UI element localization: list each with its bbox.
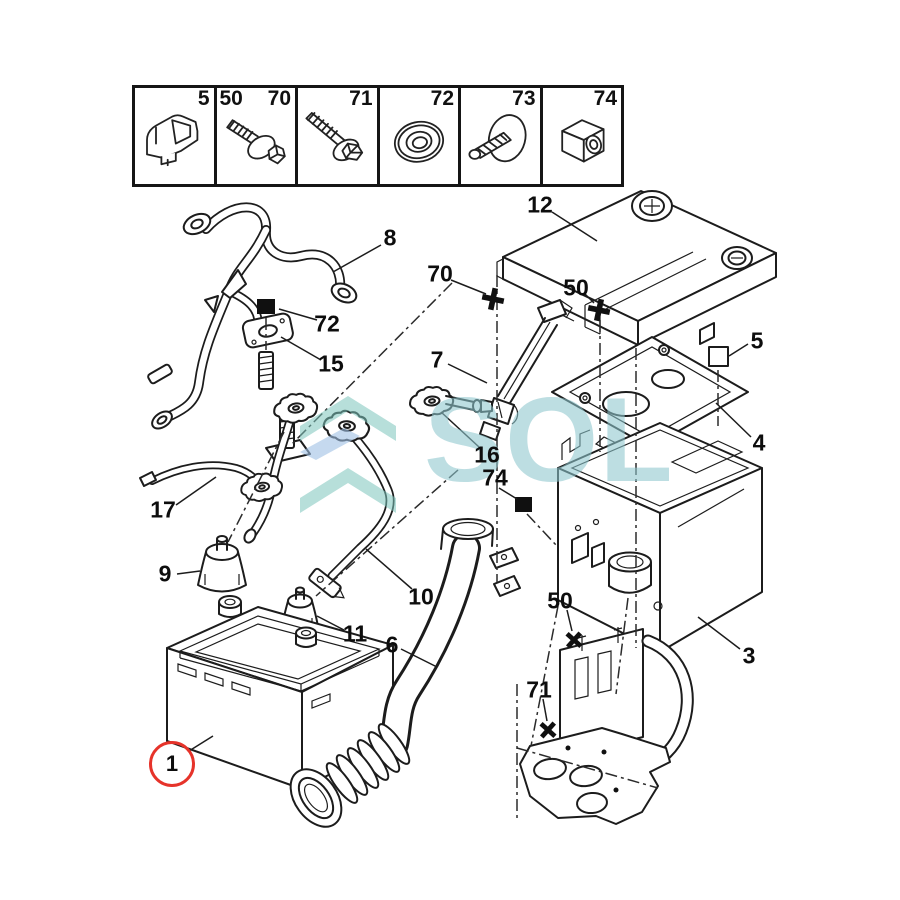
part-8-cable-harness bbox=[147, 202, 358, 430]
legend-label: 50 bbox=[219, 87, 243, 110]
part-4-clamp-plate bbox=[551, 336, 749, 453]
square-marker-74 bbox=[515, 497, 532, 512]
square-nut-icon bbox=[561, 119, 605, 163]
part-12-battery-cover bbox=[496, 190, 777, 346]
legend-cell-74: 74 bbox=[539, 87, 622, 184]
cable-lug bbox=[308, 567, 345, 599]
duct-corrugation bbox=[325, 723, 411, 804]
legend-label: 70 bbox=[267, 87, 291, 110]
screw-with-ring-icon bbox=[468, 114, 527, 163]
leader-lines bbox=[175, 211, 752, 752]
callout-72: 72 bbox=[314, 310, 340, 337]
legend-label: 71 bbox=[349, 87, 373, 110]
part-1-battery bbox=[166, 595, 394, 790]
legend-cell-5: 5 bbox=[135, 88, 214, 184]
ring-terminal bbox=[330, 282, 358, 304]
callout-11: 11 bbox=[342, 620, 368, 647]
fastener-legend: 5 50 70 71 bbox=[132, 85, 624, 187]
legend-label: 72 bbox=[430, 87, 454, 110]
fastener-markers bbox=[257, 285, 729, 744]
callout-74: 74 bbox=[482, 464, 508, 491]
part-9-terminal-cap bbox=[197, 535, 247, 593]
ring-terminal bbox=[182, 212, 212, 236]
callout-4: 4 bbox=[752, 429, 766, 456]
bolt-with-washer-icon bbox=[226, 119, 286, 165]
callout-8: 8 bbox=[383, 224, 397, 251]
callout-5: 5 bbox=[750, 327, 764, 354]
part-bottom-bracket bbox=[519, 627, 694, 825]
battery-terminal bbox=[218, 595, 242, 618]
callout-6: 6 bbox=[385, 631, 399, 658]
legend-cell-72: 72 bbox=[376, 87, 459, 184]
legend-cell-71: 71 bbox=[295, 88, 377, 184]
legend-label: 5 bbox=[197, 87, 210, 110]
part-15-terminal-clamp bbox=[241, 312, 294, 390]
legend-label: 74 bbox=[593, 87, 617, 110]
legend-cell-73: 73 bbox=[458, 88, 540, 184]
part-16-cable-assembly bbox=[238, 383, 493, 599]
callout-50-bottom: 50 bbox=[547, 587, 573, 614]
flange-bolt-icon bbox=[305, 111, 364, 161]
callout-9: 9 bbox=[158, 560, 172, 587]
cover-round-boss bbox=[631, 190, 673, 222]
square-marker-5 bbox=[708, 346, 729, 367]
part-7-support-strut bbox=[479, 299, 573, 441]
callout-10: 10 bbox=[408, 583, 434, 610]
callout-71-bottom: 71 bbox=[526, 676, 552, 703]
grommet-washer-icon bbox=[393, 120, 444, 163]
callout-15: 15 bbox=[318, 350, 344, 377]
legend-cell-50-70: 50 70 bbox=[213, 87, 296, 184]
callout-70: 70 bbox=[427, 260, 453, 287]
battery-terminal bbox=[295, 626, 317, 648]
callout-7: 7 bbox=[430, 346, 444, 373]
retainer-clip-icon bbox=[146, 114, 199, 166]
legend-label: 73 bbox=[512, 87, 536, 110]
cable-lug bbox=[147, 363, 173, 385]
callout-16: 16 bbox=[474, 441, 500, 468]
callout-50-top: 50 bbox=[563, 274, 589, 301]
duct-end-flange bbox=[289, 768, 343, 828]
callout-3: 3 bbox=[742, 642, 756, 669]
ring-terminal bbox=[151, 410, 173, 430]
box-vent-cup bbox=[608, 551, 652, 594]
callout-17: 17 bbox=[150, 496, 176, 523]
callout-12: 12 bbox=[527, 191, 553, 218]
cover-cap-boss bbox=[721, 246, 753, 270]
callout-1-highlighted: 1 bbox=[149, 741, 195, 787]
plus-marker-70 bbox=[479, 285, 507, 313]
square-marker-72 bbox=[257, 299, 275, 314]
part-3-battery-box bbox=[557, 422, 763, 653]
